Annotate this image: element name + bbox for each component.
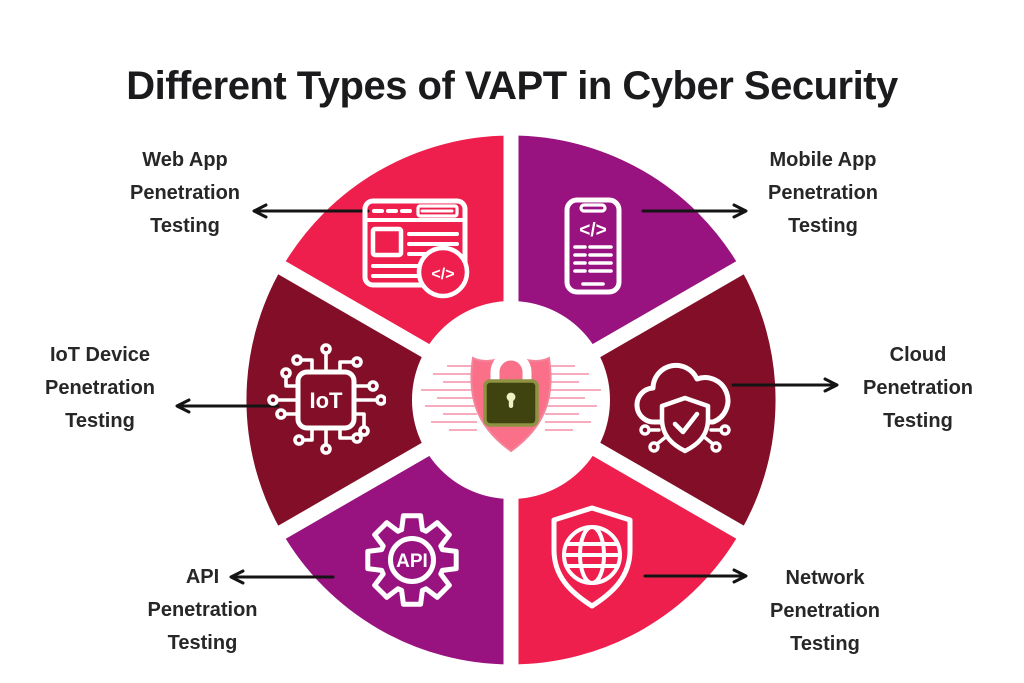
gear-outline <box>365 513 459 607</box>
code-badge <box>416 245 470 299</box>
iot-circuit-traces <box>267 343 386 455</box>
network-arrow <box>643 568 748 584</box>
code-badge-text: </> <box>431 266 454 283</box>
label-api: API Penetration Testing <box>147 566 258 654</box>
gear-api-icon: API <box>365 513 459 607</box>
label-iot: IoT Device Penetration Testing <box>44 344 156 432</box>
web-app-browser-code-icon: </> <box>362 198 470 299</box>
page-title: Different Types of VAPT in Cyber Securit… <box>126 64 898 108</box>
circuit-traces-icon <box>421 365 601 431</box>
label-network: Network Penetration Testing <box>769 567 881 655</box>
globe-shield-icon <box>551 505 633 609</box>
label-mobile-app: Mobile App Penetration Testing <box>767 149 879 237</box>
shield-lock-icon <box>421 351 601 453</box>
api-arrow <box>229 569 335 585</box>
api-text: API <box>396 551 428 572</box>
phone-code-text: </> <box>579 220 606 241</box>
segment-cloud <box>503 256 791 544</box>
cloud-arrow <box>731 377 839 393</box>
label-web-app: Web App Penetration Testing <box>129 149 241 237</box>
mobile-app-arrow <box>641 203 748 219</box>
label-cloud: Cloud Penetration Testing <box>862 344 974 432</box>
keyhole-slot <box>508 397 514 408</box>
iot-chip-icon: IoT <box>267 343 386 455</box>
check-shield <box>659 395 711 454</box>
iot-text: IoT <box>310 388 344 413</box>
mobile-phone-code-icon: </> <box>564 197 622 295</box>
web-app-arrow <box>252 203 370 219</box>
cloud-shield-check-icon <box>634 362 731 454</box>
lock-shackle-icon <box>490 351 532 389</box>
iot-arrow <box>175 398 280 414</box>
